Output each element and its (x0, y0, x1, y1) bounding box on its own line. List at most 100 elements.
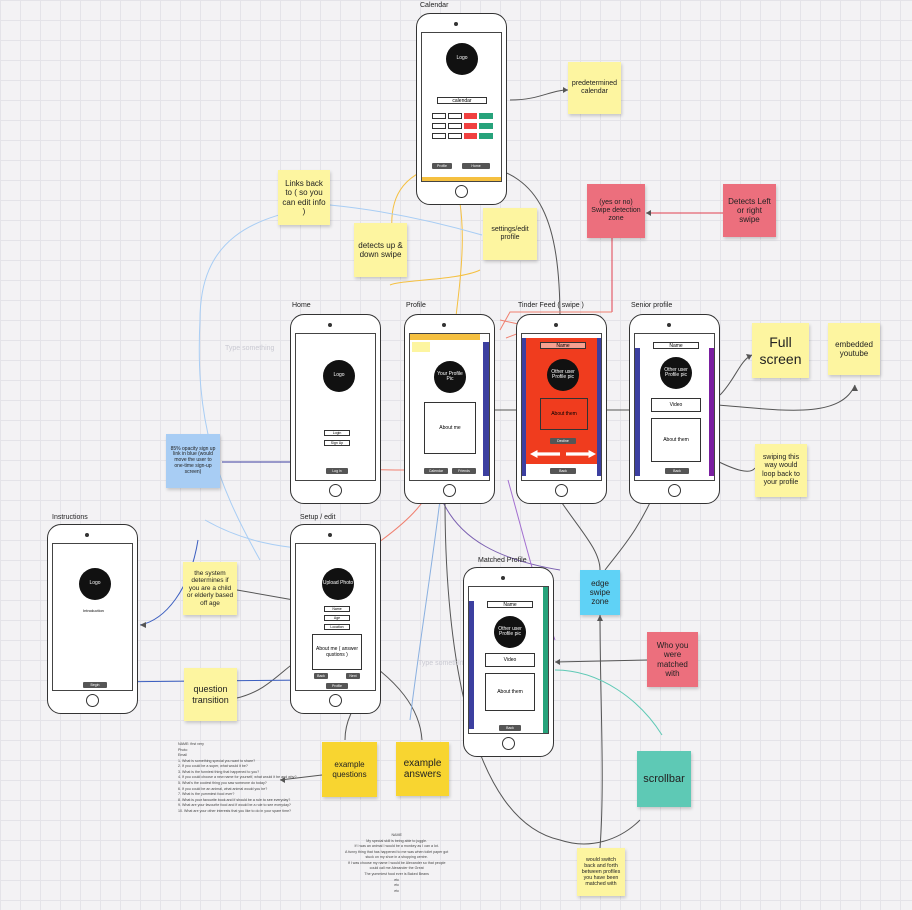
matched-screen: Name Other user Profile pic Video About … (468, 586, 549, 734)
begin-button[interactable]: Begin (83, 682, 107, 688)
setup-screen: Upload Photo Name Age Location About me … (295, 543, 376, 691)
login-field[interactable]: Login (324, 430, 350, 436)
logo: Logo (79, 568, 111, 600)
question-line: 9. What are your favourite food and if w… (178, 803, 291, 808)
edge-swipe-bar[interactable] (469, 601, 474, 729)
question-line: 8. What is your favourite book and if sh… (178, 797, 291, 802)
setup-phone: Upload Photo Name Age Location About me … (290, 524, 381, 714)
note-links-back: Links back to ( so you can edit info ) (278, 170, 330, 225)
screen-title-profile: Profile (406, 302, 426, 309)
edge-swipe-bar[interactable] (597, 338, 601, 476)
question-line: 7. What is the yummiest food ever? (178, 792, 235, 797)
screen-title-senior: Senior profile (631, 302, 673, 309)
question-line: Photo (178, 747, 188, 752)
profile-button[interactable]: Profile (432, 163, 452, 169)
note-example-questions: example questions (322, 742, 377, 797)
note-detects-up-down: detects up & down swipe (354, 223, 407, 277)
note-settings-edit: settings/edit profile (483, 208, 537, 260)
senior-phone: Name Other user Profile pic Video About … (629, 314, 720, 504)
tinder-screen: Name Other user Profile pic About them D… (521, 333, 602, 481)
video-box[interactable]: Video (485, 653, 535, 667)
question-line: 4. If you could choose a new name for yo… (178, 775, 297, 780)
friends-button[interactable]: Friends (452, 468, 476, 474)
calendar-button[interactable]: Calendar (424, 468, 448, 474)
upload-photo[interactable]: Upload Photo (322, 568, 354, 600)
profile-picture: Your Profile Pic (434, 361, 466, 393)
calendar-bar: calendar (437, 97, 487, 104)
senior-screen: Name Other user Profile pic Video About … (634, 333, 715, 481)
edge-swipe-bar[interactable] (709, 348, 714, 476)
video-box[interactable]: Video (651, 398, 701, 412)
name-field: Name (540, 342, 586, 349)
decline-button[interactable]: Decline (550, 438, 576, 444)
note-detects-left-right: Detects Left or right swipe (723, 184, 776, 237)
settings-bar[interactable] (410, 334, 480, 340)
answer-line: etc (394, 883, 400, 888)
answer-line: The yummiest food ever is Baked Beans (364, 871, 429, 876)
calendar-grid[interactable] (432, 113, 496, 153)
question-line: NAME: first very (178, 742, 204, 746)
note-swiping-loop: swiping this way would loop back to your… (755, 444, 807, 497)
placeholder-text: Type something (225, 345, 275, 352)
settings-tag[interactable] (412, 342, 430, 352)
answer-line: If I was an animal I would be a monkey a… (354, 844, 439, 849)
note-full-screen: Full screen (752, 323, 809, 378)
name-field: Name (653, 342, 699, 349)
profile-button[interactable]: Profile (326, 683, 348, 689)
edge-swipe-bar[interactable] (483, 342, 489, 476)
scrollbar[interactable] (543, 587, 548, 733)
answer-line: could call me Alexander the Great (369, 866, 424, 871)
next-button[interactable]: Next (346, 673, 360, 679)
question-line: 6. If you could be an animal, what anima… (178, 786, 268, 791)
screen-title-setup: Setup / edit (300, 514, 336, 521)
login-button[interactable]: Log in (326, 468, 348, 474)
location-input[interactable]: Location (324, 624, 350, 630)
instructions-phone: Logo Introduction Begin (47, 524, 138, 714)
logo: Logo (446, 43, 478, 75)
answer-line: My special skill is being able to juggle… (366, 838, 428, 843)
profile-picture: Other user Profile pic (547, 359, 579, 391)
profile-picture: Other user Profile pic (660, 357, 692, 389)
tinder-phone: Name Other user Profile pic About them D… (516, 314, 607, 504)
swipe-right-arrow (566, 450, 596, 458)
question-line: 5. What's the coolest thing you saw some… (178, 780, 267, 785)
instructions-screen: Logo Introduction Begin (52, 543, 133, 691)
screen-title-calendar: Calendar (420, 2, 449, 9)
answer-line: A funny thing that has happened to me wa… (345, 849, 449, 854)
answer-line: etc (394, 877, 400, 882)
profile-screen: Your Profile Pic About me Calendar Frien… (409, 333, 490, 481)
swipe-left-arrow (530, 450, 560, 458)
back-button[interactable]: Back (499, 725, 521, 731)
back-button[interactable]: Back (314, 673, 328, 679)
note-embedded-youtube: embedded youtube (828, 323, 880, 375)
about-me-box[interactable]: About me ( answer qustions ) (312, 634, 362, 670)
about-me-box: About me (424, 402, 476, 454)
note-edge-swipe-zone: edge swipe zone (580, 570, 620, 615)
home-screen: Logo Login Sign Up Log in (295, 333, 376, 481)
screen-title-home: Home (292, 302, 311, 309)
question-line: 3. What is the funniest thing that happe… (178, 769, 260, 774)
home-button[interactable]: Home (462, 163, 490, 169)
question-line: 10. What are your other interests that y… (178, 808, 292, 813)
logo: Logo (323, 360, 355, 392)
edge-swipe-bar[interactable] (635, 348, 640, 476)
age-input[interactable]: Age (324, 615, 350, 621)
question-line: Email (178, 753, 187, 758)
answer-line: stuck on my shoe in a shopping centre. (365, 855, 428, 860)
back-button[interactable]: Back (665, 468, 689, 474)
home-phone: Logo Login Sign Up Log in (290, 314, 381, 504)
profile-phone: Your Profile Pic About me Calendar Frien… (404, 314, 495, 504)
note-opacity-link: 85% opacity sign up link in blue (would … (166, 434, 220, 488)
screen-title-instructions: Instructions (52, 514, 88, 521)
about-them-box: About them (651, 418, 701, 462)
note-would-switch: would switch back and forth between prof… (577, 848, 625, 896)
note-swipe-detection-zone: (yes or no) Swipe detection zone (587, 184, 645, 238)
answer-line: NAME (391, 833, 402, 837)
question-line: 2. If you could be a super, what would i… (178, 764, 248, 769)
edge-swipe-bar[interactable] (522, 338, 526, 476)
signup-field[interactable]: Sign Up (324, 440, 350, 446)
back-button[interactable]: Back (550, 468, 576, 474)
name-input[interactable]: Name (324, 606, 350, 612)
name-field: Name (487, 601, 533, 608)
matched-phone: Name Other user Profile pic Video About … (463, 567, 554, 757)
